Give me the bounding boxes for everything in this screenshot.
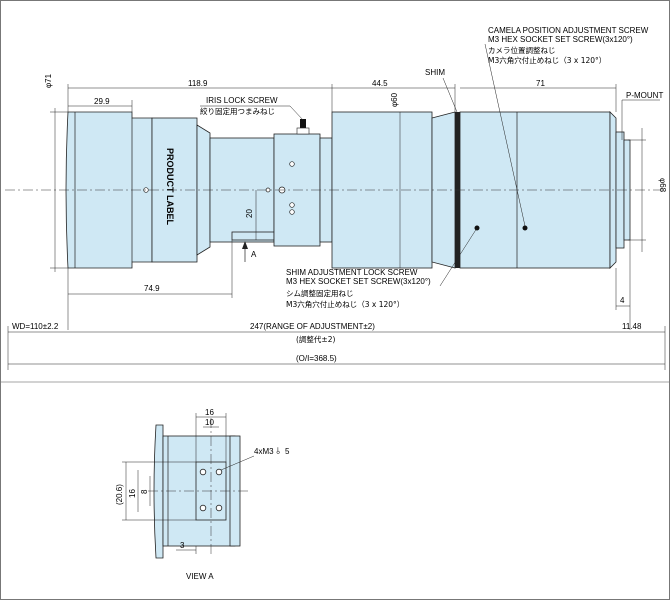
view-a-depth: 5 [285, 447, 290, 456]
camera-adjust-screw [522, 225, 528, 231]
dim-74-9: 74.9 [144, 284, 160, 293]
dim-44-5: 44.5 [372, 79, 388, 88]
camela-label-jp1: カメラ位置調整ねじ [488, 45, 556, 55]
iris-label-jp: 絞り固定用つまみねじ [200, 106, 275, 116]
dim-118-9: 118.9 [188, 79, 208, 88]
view-a-h8: 8 [140, 489, 149, 494]
view-a: 16 10 (20.6) 16 8 3 4xM3 ⫰ 5 VIEW A [115, 408, 290, 581]
view-a-h20-6: (20.6) [115, 484, 124, 505]
svg-text:⫰: ⫰ [276, 446, 280, 456]
dim-range: 247(RANGE OF ADJUSTMENT±2) [250, 322, 375, 331]
dim-d71: φ71 [44, 73, 53, 88]
view-a-w3: 3 [180, 541, 185, 550]
dim-d68: φ68 [658, 178, 667, 193]
camela-label-en2: M3 HEX SOCKET SET SCREW(3x120°) [488, 35, 633, 44]
view-a-w10: 10 [205, 418, 214, 427]
shim-adj-en2: M3 HEX SOCKET SET SCREW(3x120°) [286, 277, 431, 286]
dim-20: 20 [245, 209, 254, 218]
dim-4: 4 [620, 296, 625, 305]
iris-lock-screw [300, 119, 306, 133]
dim-11-48: 11.48 [622, 322, 642, 331]
view-a-h16: 16 [128, 489, 137, 498]
dim-d60: φ60 [390, 92, 399, 107]
shim-label: SHIM [425, 68, 445, 77]
camela-label-en1: CAMELA POSITION ADJUSTMENT SCREW [488, 26, 649, 35]
dim-71: 71 [536, 79, 545, 88]
dim-29-9: 29.9 [94, 97, 110, 106]
product-label-text: PRODUCT LABEL [165, 148, 175, 225]
dim-oi: (O/I=368.5) [296, 354, 337, 363]
camela-label-jp2: M3六角穴付止めねじ（3 x 120°） [488, 55, 606, 65]
shim-adj-jp1: シム調整固定用ねじ [286, 288, 354, 298]
view-a-holes: 4xM3 [254, 447, 274, 456]
view-a-w16: 16 [205, 408, 214, 417]
dim-wd: WD=110±2.2 [12, 322, 59, 331]
shim-adj-en1: SHIM ADJUSTMENT LOCK SCREW [286, 268, 418, 277]
arrow-a-label: A [251, 250, 257, 259]
pmount-label: P-MOUNT [626, 91, 663, 100]
shim-adj-jp2: M3六角穴付止めねじ（3 x 120°） [286, 299, 404, 309]
iris-label-en: IRIS LOCK SCREW [206, 96, 278, 105]
dim-range-jp: (調整代±2) [296, 334, 335, 344]
view-a-title: VIEW A [186, 572, 214, 581]
